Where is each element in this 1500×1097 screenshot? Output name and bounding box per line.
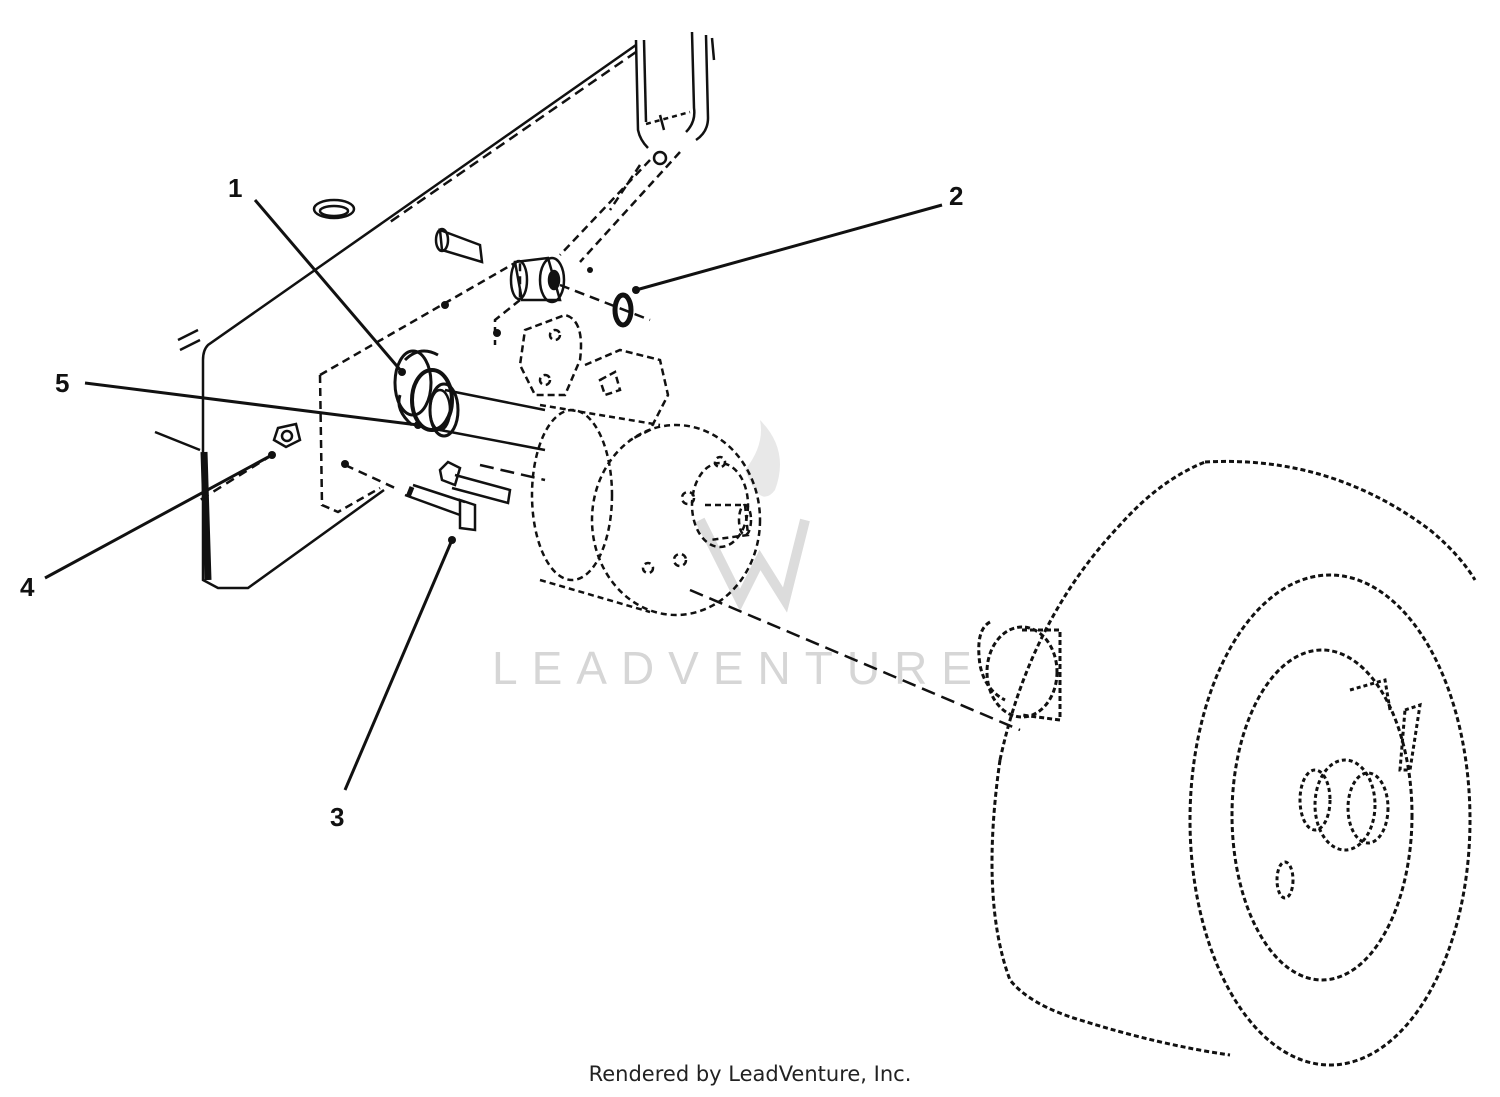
brake-bracket: [584, 348, 670, 442]
handle-tubes: [634, 31, 716, 166]
bracket-holes: [341, 267, 593, 468]
center-axis-line: [479, 463, 1021, 732]
footer-credit: Rendered by LeadVenture, Inc.: [588, 1062, 912, 1086]
frame-plate: [154, 43, 637, 590]
pivot-pin: [434, 227, 484, 264]
hub-drum: [530, 403, 762, 617]
flange-plate: [518, 313, 583, 397]
bushing-spacer: [509, 256, 651, 322]
nut-part-4: [199, 422, 396, 502]
bolt-upper: [438, 460, 512, 505]
callout-1: 1: [228, 173, 242, 203]
wheel-tire: [977, 459, 1477, 1067]
watermark-brand-text: LEADVENTURE: [492, 642, 986, 694]
leadventure-logo-icon: [695, 420, 810, 613]
wheel-hub-center: [1275, 678, 1422, 900]
side-bracket: [318, 257, 522, 514]
callout-4: 4: [20, 572, 35, 602]
leader-lines: [44, 199, 943, 791]
hub-spindle: [705, 503, 753, 542]
callout-2: 2: [949, 181, 963, 211]
linkage-arm: [559, 151, 681, 263]
callout-5: 5: [55, 368, 69, 398]
bearing-assembly: [393, 349, 460, 438]
bolt-part-3: [404, 483, 477, 532]
leader-dots: [268, 286, 640, 544]
retaining-ring-part-2: [612, 292, 634, 328]
watermark: LEADVENTURE: [492, 420, 986, 694]
callout-3: 3: [330, 802, 344, 832]
